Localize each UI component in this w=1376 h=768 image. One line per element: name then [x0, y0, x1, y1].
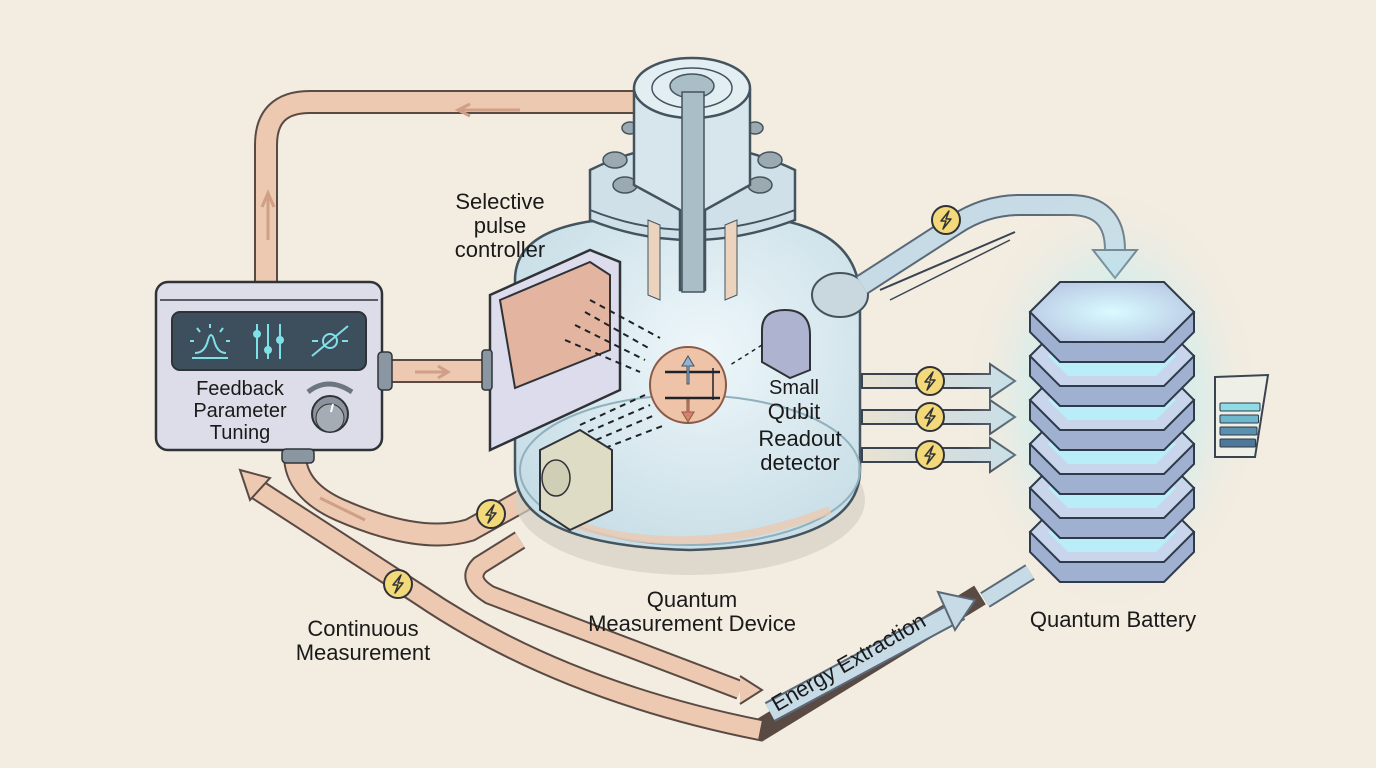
feedback-label-line: Feedback: [196, 378, 284, 400]
battery-label-text: Quantum Battery: [1029, 607, 1197, 632]
battery-level-gauge: [1214, 373, 1270, 458]
qubit-label-line: Small: [768, 377, 819, 399]
device-label: Quantum Measurement Device: [560, 588, 824, 636]
feedback-label-line: Parameter: [193, 400, 287, 422]
quantum-battery[interactable]: [1028, 281, 1196, 583]
feedback-loop-top-pipe: [254, 90, 640, 285]
inner-loop-pipe: [464, 531, 764, 705]
battery-label: Quantum Battery: [1008, 608, 1218, 632]
feedback-to-controller-pipe: [384, 359, 491, 383]
measurement-probe: [539, 428, 613, 532]
bolt-badge-icon: [931, 205, 961, 235]
bolt-badge-icon: [915, 440, 945, 470]
continuous-measurement-pipe: [238, 468, 986, 742]
device-label-line: Measurement Device: [588, 611, 796, 636]
phase-dial-icon[interactable]: [311, 325, 349, 357]
feedback-label-line: Tuning: [209, 422, 271, 444]
pulse-controller-label-line: pulse: [473, 213, 527, 238]
gauge-bar: [1219, 402, 1261, 412]
continuous-label-line: Measurement: [295, 640, 431, 665]
sliders-icon[interactable]: [253, 324, 284, 359]
pulse-beams: [564, 299, 666, 449]
qubit-label-line: Qubit: [767, 399, 821, 424]
readout-label-line: Readout: [758, 426, 842, 451]
gauge-bar: [1219, 426, 1258, 436]
gaussian-pulse-icon[interactable]: [190, 324, 230, 359]
battery-cell: [1028, 281, 1196, 363]
bolt-badge-icon: [476, 499, 506, 529]
bolt-badge-icon: [383, 569, 413, 599]
pulse-controller-label-line: controller: [454, 237, 546, 262]
bolt-badge-icon: [915, 402, 945, 432]
readout-label-line: detector: [760, 450, 840, 475]
bolt-badge-icon: [915, 366, 945, 396]
pulse-controller-label: Selective pulse controller: [430, 190, 570, 262]
qubit-label: Small Qubit: [752, 376, 836, 424]
selective-pulse-controller[interactable]: [481, 248, 622, 452]
small-qubit: [649, 346, 727, 424]
energy-extraction-pipe: [764, 564, 1035, 722]
continuous-label-line: Continuous: [307, 616, 419, 641]
readout-detector-label: Readout detector: [735, 427, 865, 475]
readout-detector: [729, 308, 811, 380]
gauge-bar: [1219, 414, 1259, 424]
device-label-line: Quantum: [646, 587, 738, 612]
feedback-tuning-label: Feedback Parameter Tuning: [180, 378, 300, 444]
energy-bolt-badges: [383, 205, 961, 599]
measurement-return-pipe: [283, 454, 566, 547]
pulse-controller-label-line: Selective: [455, 189, 545, 214]
continuous-measurement-label: Continuous Measurement: [278, 617, 448, 665]
gauge-bar: [1219, 438, 1256, 448]
tuning-knob[interactable]: [306, 381, 354, 433]
